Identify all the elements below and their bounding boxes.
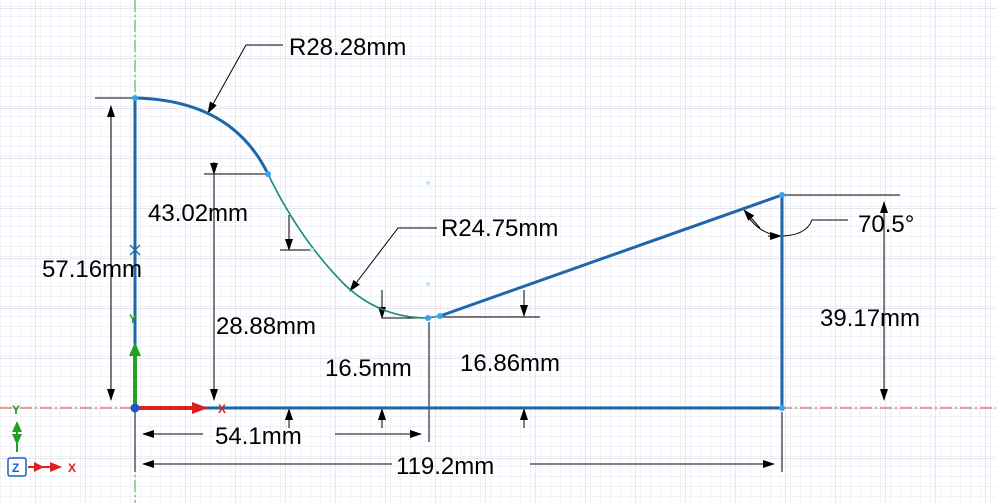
vertex-slope-start[interactable] bbox=[437, 313, 443, 319]
origin-x-label: X bbox=[218, 402, 226, 416]
dim-radius-top[interactable]: R28.28mm bbox=[289, 34, 406, 61]
triad-z-box bbox=[7, 457, 27, 477]
dim-height-right[interactable]: 39.17mm bbox=[820, 305, 920, 332]
dim-gap-slope[interactable]: 16.86mm bbox=[460, 350, 560, 377]
dim-width-total[interactable]: 119.2mm bbox=[396, 453, 494, 480]
vertex-bottom-right[interactable] bbox=[779, 405, 785, 411]
dim-width-to-valley[interactable]: 54.1mm bbox=[215, 423, 302, 450]
vertex-arc-end[interactable] bbox=[265, 171, 271, 177]
sketch-profile[interactable] bbox=[133, 96, 784, 410]
arc-center-3 bbox=[310, 248, 314, 252]
vertex-valley[interactable] bbox=[425, 315, 431, 321]
vertices[interactable] bbox=[132, 95, 785, 411]
triad-x-label: X bbox=[68, 461, 76, 475]
triad-z-label: Z bbox=[12, 461, 19, 475]
arc-center-2 bbox=[426, 282, 430, 286]
dim-height-curve-step[interactable]: 43.02mm bbox=[148, 200, 248, 227]
dimension-lines bbox=[95, 44, 900, 472]
dim-height-left[interactable]: 57.16mm bbox=[42, 256, 142, 283]
tangent-curve[interactable] bbox=[267, 173, 346, 286]
constraint-cross-icon bbox=[129, 244, 141, 256]
dim-angle[interactable]: 70.5° bbox=[858, 211, 914, 238]
dim-height-inner[interactable]: 28.88mm bbox=[216, 313, 316, 340]
origin-y-label: Y bbox=[129, 312, 137, 326]
arc-center-1 bbox=[426, 181, 430, 185]
slope-edge[interactable] bbox=[438, 193, 784, 318]
vertex-top-left[interactable] bbox=[132, 95, 138, 101]
vertex-top-right[interactable] bbox=[779, 192, 785, 198]
dim-gap-small[interactable]: 16.5mm bbox=[325, 355, 412, 382]
triad-y-label: Y bbox=[12, 403, 20, 417]
arc-r28[interactable] bbox=[133, 96, 270, 176]
origin-point[interactable] bbox=[130, 403, 140, 413]
dim-radius-middle[interactable]: R24.75mm bbox=[441, 215, 558, 242]
origin-triad: Y X bbox=[129, 312, 226, 416]
view-triad[interactable]: Y Z X bbox=[7, 403, 76, 477]
